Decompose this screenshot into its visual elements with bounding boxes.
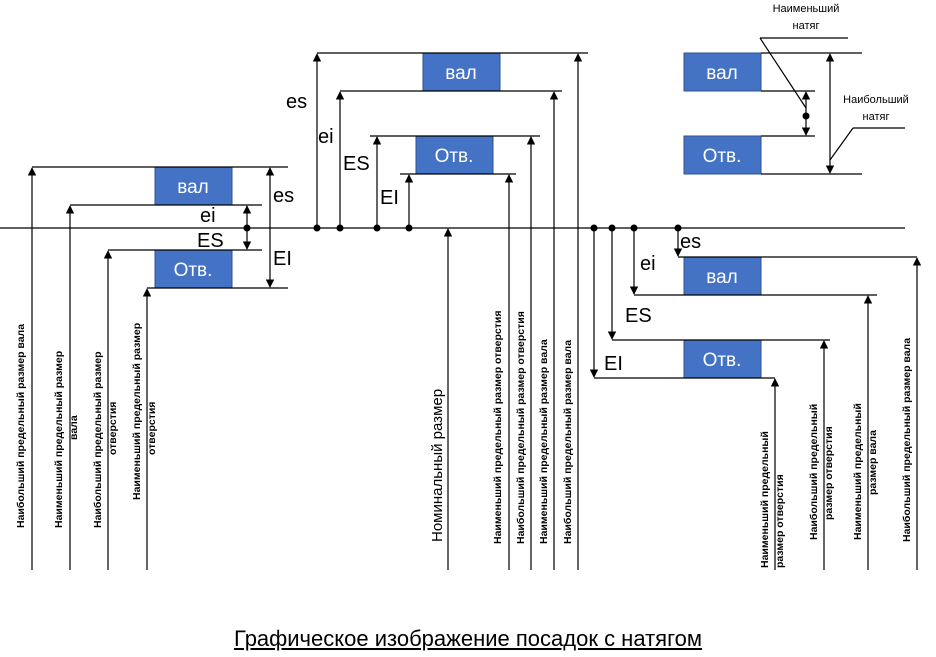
origin-dot [243,224,251,232]
dim-label: Наибольший предельный размер вала [15,324,27,528]
hole-box-label: Отв. [703,146,742,167]
es-label: es [680,231,701,253]
leader-line [829,127,854,161]
origin-dot [373,224,381,232]
es-label: es [286,91,307,113]
ei-label: ei [200,205,216,227]
hole-box-label: Отв. [174,260,213,281]
max-interference-label: Наибольший [843,94,909,106]
shaft-box [683,256,762,296]
origin-dot [405,224,413,232]
origin-dot [608,224,616,232]
ES-label: ES [343,153,370,175]
ei-label: ei [318,126,334,148]
dim-label: Наименьший предельный размер вала [538,339,550,544]
hole-box [415,135,494,175]
right-fit-group: вал Отв. es ei ES EI Наименьший предельн… [589,224,922,570]
interference-group: вал Отв. Наименьший натяг Наибольший нат… [683,3,909,175]
shaft-box [683,52,762,92]
leader-line [759,37,807,109]
dim-label: размер отверстия [823,426,835,520]
hole-box-label: Отв. [703,350,742,371]
dim-label: Наибольший предельный размер [92,352,104,529]
max-interference-label: натяг [863,111,890,123]
center-fit-group: вал Отв. es ei ES EI Номинальный размер … [286,52,588,570]
dim-label: Наименьший предельный размер [131,323,143,500]
hole-box [683,135,762,175]
dim-label: Наибольший предельный размер отверстия [515,311,527,544]
shaft-box-label: вал [706,63,738,84]
ES-label: ES [197,230,224,252]
diagram-caption: Графическое изображение посадок с натяго… [234,626,702,651]
origin-dot [802,112,810,120]
min-interference-label: Наименьший [773,3,840,15]
dim-label: размер отверстия [774,474,786,568]
dim-label: Наибольший предельный [808,404,820,540]
EI-label: EI [604,353,623,375]
ES-label: ES [625,305,652,327]
shaft-box-label: вал [445,63,477,84]
dim-label: Наибольший предельный размер вала [901,338,913,542]
min-interference-label: натяг [793,20,820,32]
origin-dot [674,224,682,232]
dim-label: Наименьший предельный размер [53,351,65,528]
dim-label: Наименьший предельный размер отверстия [492,311,504,544]
dim-label: Наибольший предельный размер вала [562,340,574,544]
dim-label: отверстия [107,402,119,455]
hole-box-label: Отв. [435,146,474,167]
origin-dot [630,224,638,232]
shaft-box-label: вал [177,177,209,198]
EI-label: EI [380,187,399,209]
nominal-label: Номинальный размер [429,389,446,542]
dim-label: вала [68,415,80,440]
origin-dot [313,224,321,232]
origin-dot [590,224,598,232]
dim-label: Наименьший предельный [852,403,864,540]
EI-label: EI [273,248,292,270]
dim-label: Наименьший предельный [759,431,771,568]
dim-label: размер вала [867,430,879,495]
ei-label: ei [640,253,656,275]
shaft-box [422,52,501,92]
origin-dot [336,224,344,232]
dim-label: отверстия [146,402,158,455]
shaft-box-label: вал [706,267,738,288]
left-fit-group: вал Отв. es ei ES EI Наибольший предельн… [15,166,294,570]
es-label: es [273,185,294,207]
